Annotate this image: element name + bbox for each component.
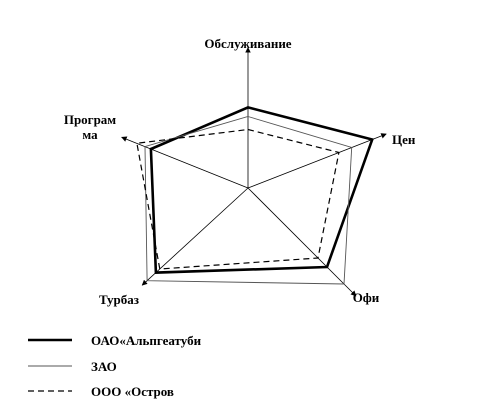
axis-line-2 xyxy=(247,133,387,189)
axis-label-4: Турбаз xyxy=(99,292,139,307)
legend-label-1: ОАО«Альпгеатуби xyxy=(91,333,202,348)
series-layer xyxy=(136,106,374,285)
series-polygon-2 xyxy=(144,116,353,285)
axis-line-3 xyxy=(247,187,357,297)
legend-label-3: ООО «Остров xyxy=(91,384,174,399)
series-polygon-1 xyxy=(149,106,374,274)
axis-line-5 xyxy=(121,136,249,189)
axis-label-3: Офи xyxy=(353,290,380,305)
axis-line-4 xyxy=(141,187,249,286)
axes-layer xyxy=(121,47,387,297)
legend-label-2: ЗАО xyxy=(91,359,117,374)
axis-label-1: Обслуживание xyxy=(204,36,291,51)
axis-label-2: Цен xyxy=(392,132,416,147)
series-polygon-3 xyxy=(136,128,340,270)
